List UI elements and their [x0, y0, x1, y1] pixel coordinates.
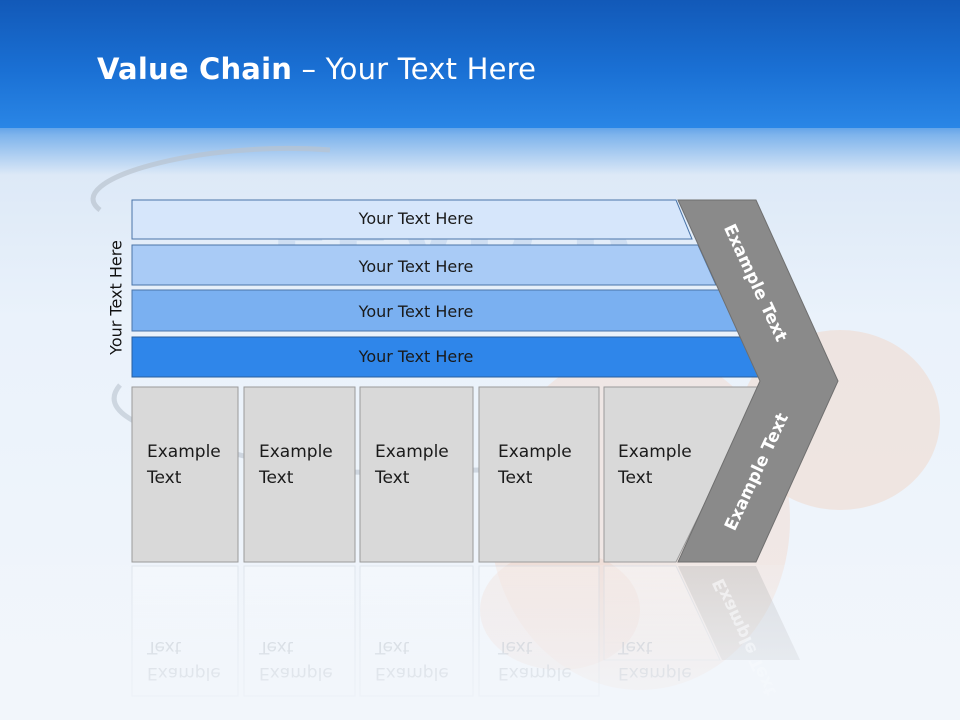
support-bar-1	[131, 199, 693, 240]
support-bar-label-1: Your Text Here	[358, 209, 474, 228]
margin-chevron	[677, 199, 839, 563]
support-bar-label-4: Your Text Here	[358, 347, 474, 366]
support-activities-label: Your Text Here	[106, 240, 126, 355]
title-bold: Value Chain	[97, 52, 293, 86]
activity-box-4	[478, 386, 600, 563]
activity-box-2	[243, 386, 356, 563]
activity-box-3	[359, 386, 474, 563]
slide-title: Value Chain – Your Text Here	[97, 52, 536, 86]
title-rest: – Your Text Here	[292, 52, 537, 86]
support-bar-label-3: Your Text Here	[358, 302, 474, 321]
activity-box-5	[603, 386, 763, 563]
support-bar-label-2: Your Text Here	[358, 257, 474, 276]
header-band	[0, 0, 960, 128]
activity-box-1	[131, 386, 239, 563]
bottom-fade	[0, 565, 960, 720]
